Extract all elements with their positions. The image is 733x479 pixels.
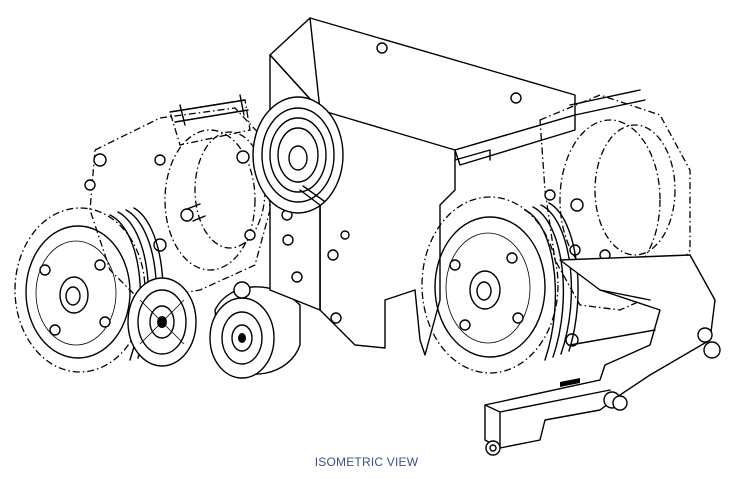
right-compressor — [421, 89, 691, 374]
lower-right-bracket — [484, 254, 721, 456]
center-mounting-bracket — [252, 17, 576, 356]
left-compressor — [14, 94, 301, 379]
right-clutch-pulley — [421, 196, 579, 374]
left-compressor-bolts — [84, 150, 256, 252]
idler-pulley-right — [209, 281, 301, 379]
view-caption: ISOMETRIC VIEW — [314, 455, 419, 469]
idler-pulley-left — [127, 277, 197, 367]
bracket-pulley — [252, 96, 344, 214]
